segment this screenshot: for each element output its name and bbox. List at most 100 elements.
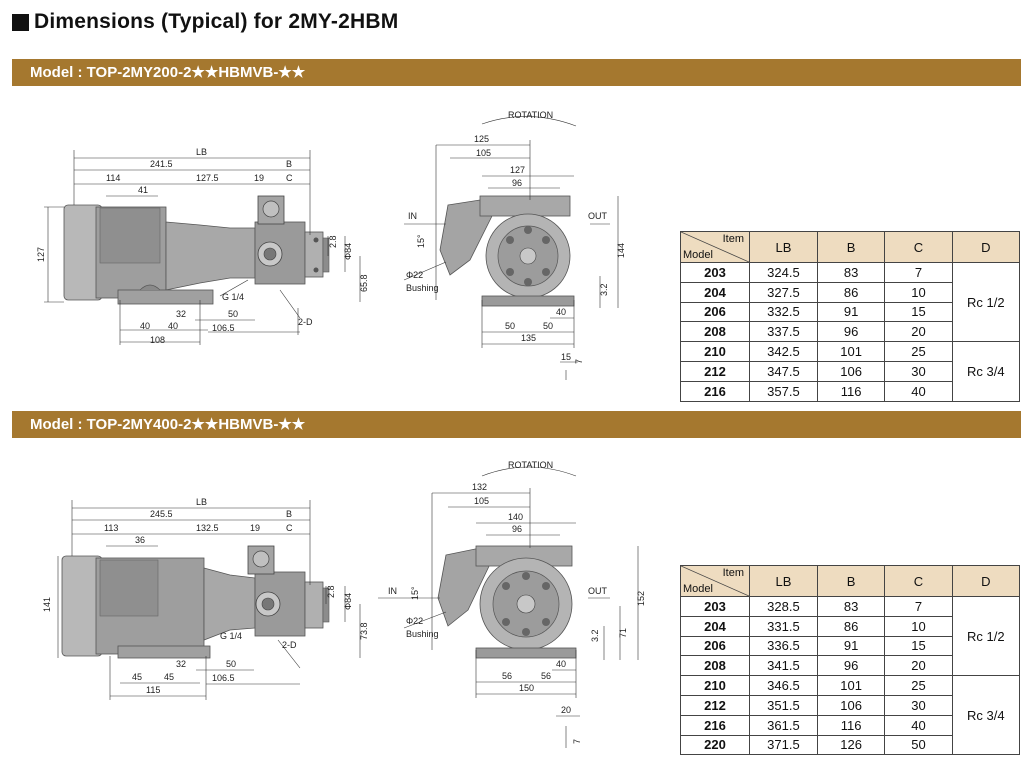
dim-135: 135	[521, 333, 536, 343]
cell-lb: 361.5	[749, 714, 818, 736]
cell-c: 20	[884, 655, 953, 677]
side-view-dimension-lines-2	[57, 500, 361, 700]
cell-c: 50	[884, 734, 953, 756]
cell-model: 210	[680, 675, 750, 696]
dim-7: 7	[574, 359, 584, 364]
dim-125: 125	[474, 134, 489, 144]
dim-b: B	[286, 159, 292, 169]
dim-g14-2: G 1/4	[220, 631, 242, 641]
header-model-label: Model	[683, 249, 713, 261]
cell-b: 86	[816, 281, 886, 303]
dim-141: 141	[42, 597, 52, 612]
cell-c: 20	[884, 321, 953, 343]
cell-model: 216	[680, 714, 750, 736]
cell-b: 106	[816, 694, 886, 716]
front-view-pump-1	[439, 195, 575, 307]
cell-lb: 357.5	[749, 380, 818, 402]
col-header-c: C	[884, 565, 953, 597]
col-header-d: D	[951, 565, 1021, 597]
cell-c: 15	[884, 635, 953, 657]
label-rotation-2: ROTATION	[508, 460, 553, 470]
model-header-2: Model : TOP-2MY400-2★★HBMVB-★★	[12, 411, 1021, 438]
cell-b: 101	[816, 341, 886, 362]
cell-model: 203	[680, 262, 750, 283]
cell-b: 91	[816, 635, 886, 657]
dim-c-2: C	[286, 523, 293, 533]
title-square-icon	[12, 13, 29, 31]
header-model-label: Model	[683, 583, 713, 595]
cell-b: 86	[816, 615, 886, 637]
cell-lb: 337.5	[749, 321, 818, 343]
cell-lb: 331.5	[749, 615, 818, 637]
header-diagonal-icon	[681, 566, 749, 596]
dim-lb-2: LB	[196, 497, 207, 507]
dim-2-d: 2-D	[298, 317, 313, 327]
dim-lb: LB	[196, 147, 207, 157]
cell-model: 204	[680, 615, 750, 637]
header-item-label: Item	[722, 567, 744, 579]
cell-c: 15	[884, 301, 953, 323]
cell-lb: 347.5	[749, 360, 818, 382]
front-view-dimension-lines-2	[378, 466, 639, 748]
cell-b: 91	[816, 301, 886, 323]
dim-20: 20	[561, 705, 571, 715]
dim-b-2: B	[286, 509, 292, 519]
dim-106-5-b: 106.5	[212, 673, 235, 683]
dim-144: 144	[616, 243, 626, 258]
dim-41: 41	[138, 185, 148, 195]
table-header-corner: Item Model	[680, 231, 750, 263]
label-rotation: ROTATION	[508, 110, 553, 120]
dim-45-b: 45	[164, 672, 174, 682]
dim-105: 105	[476, 148, 491, 158]
dim-150: 150	[519, 683, 534, 693]
cell-lb: 327.5	[749, 281, 818, 303]
cell-lb: 332.5	[749, 301, 818, 323]
cell-b: 101	[816, 675, 886, 696]
dim-152: 152	[636, 591, 646, 606]
dim-127-height: 127	[36, 247, 46, 262]
header-item-label: Item	[722, 233, 744, 245]
label-phi22: Φ22	[406, 270, 423, 280]
dim-106-5: 106.5	[212, 323, 235, 333]
dim-3-2: 3.2	[599, 283, 609, 296]
dim-113: 113	[104, 523, 118, 533]
cell-c: 7	[884, 596, 953, 617]
dim-241-5: 241.5	[150, 159, 173, 169]
dim-32: 32	[176, 309, 186, 319]
dim-19-2: 19	[250, 523, 260, 533]
dim-71: 71	[618, 628, 628, 638]
table-header-corner: Item Model	[680, 565, 750, 597]
cell-lb: 371.5	[749, 734, 818, 756]
front-view-pump-2	[437, 545, 577, 659]
cell-model: 210	[680, 341, 750, 362]
dim-phi84: Φ84	[343, 243, 353, 260]
cell-b: 83	[816, 262, 886, 283]
dim-56-b: 56	[541, 671, 551, 681]
cell-lb: 342.5	[749, 341, 818, 362]
header-diagonal-icon	[681, 232, 749, 262]
cell-c: 10	[884, 615, 953, 637]
col-header-b: B	[816, 565, 886, 597]
col-header-d: D	[951, 231, 1021, 263]
dim-15deg: 15°	[416, 234, 426, 248]
cell-b: 106	[816, 360, 886, 382]
cell-d-group-1: Rc 1/2	[951, 261, 1021, 343]
cell-c: 40	[884, 714, 953, 736]
dim-2-8: 2.8	[328, 235, 338, 248]
col-header-b: B	[816, 231, 886, 263]
cell-c: 30	[884, 694, 953, 716]
dim-105-2: 105	[474, 496, 489, 506]
front-view-dimension-lines-1	[403, 116, 619, 380]
dim-2-d-2: 2-D	[282, 640, 297, 650]
cell-c: 25	[884, 341, 953, 362]
dim-132: 132	[472, 482, 487, 492]
cell-c: 7	[884, 262, 953, 283]
